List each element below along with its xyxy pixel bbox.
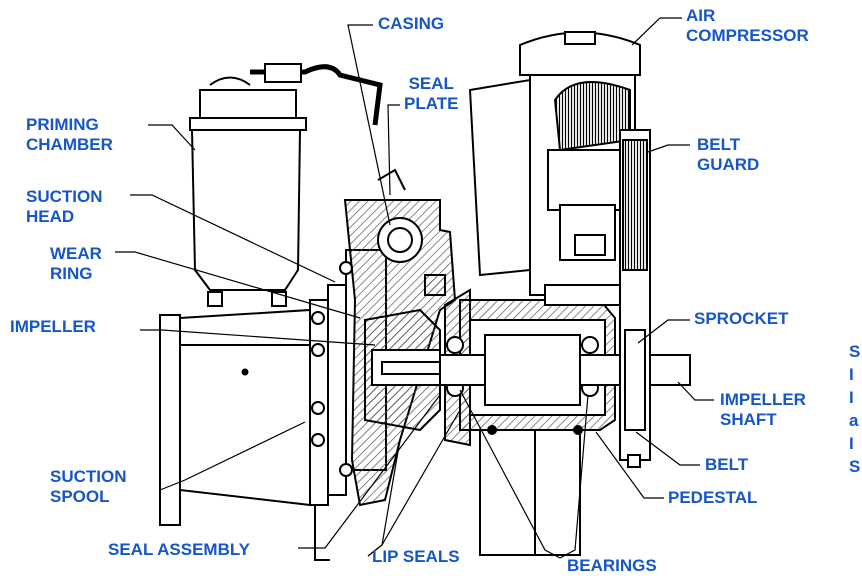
label-impeller-shaft: IMPELLER SHAFT — [720, 390, 806, 430]
label-impeller-shaft-line2: SHAFT — [720, 410, 777, 429]
belt-guard-body — [619, 129, 651, 468]
leader-suction-head — [130, 194, 336, 283]
cut-off-char: I — [849, 365, 854, 384]
cut-off-char: I — [849, 434, 854, 453]
leader-seal-plate — [387, 104, 400, 196]
impeller-shaft-body — [439, 334, 691, 406]
suction-spool-body — [159, 299, 330, 561]
label-impeller-shaft-line1: IMPELLER — [720, 390, 806, 409]
cut-off-char: I — [849, 388, 854, 407]
leader-priming-chamber — [148, 124, 196, 151]
label-seal-assembly: SEAL ASSEMBLY — [108, 540, 251, 559]
leader-suction-spool — [159, 421, 306, 491]
leader-impeller — [140, 329, 376, 346]
label-seal-plate: SEAL PLATE — [404, 74, 458, 114]
label-suction-spool: SUCTION SPOOL — [50, 467, 127, 507]
leader-belt — [635, 431, 700, 466]
leader-bearings-2 — [559, 394, 589, 559]
leader-lip-seals-2 — [367, 409, 461, 557]
leader-casing — [347, 24, 391, 226]
label-air-compressor-line2: COMPRESSOR — [686, 26, 809, 45]
cut-off-char: S — [849, 457, 861, 476]
label-air-compressor-line1: AIR — [686, 6, 716, 25]
leader-lines — [115, 17, 714, 559]
label-belt-guard-line1: BELT — [697, 135, 741, 154]
label-priming-chamber: PRIMING CHAMBER — [26, 115, 113, 155]
leader-seal-assembly — [298, 394, 441, 549]
label-air-compressor: AIR COMPRESSOR — [686, 6, 809, 46]
label-casing: CASING — [378, 14, 445, 33]
leader-bearings-1 — [459, 389, 561, 559]
leader-wear-ring — [115, 251, 361, 319]
impeller-body — [364, 308, 443, 432]
label-lip-seals: LIP SEALS — [372, 547, 460, 566]
label-impeller: IMPELLER — [10, 317, 96, 336]
leader-sprocket — [637, 319, 690, 344]
leader-belt-guard — [647, 144, 690, 153]
label-wear-ring-line1: WEAR — [50, 244, 102, 263]
label-priming-chamber-line2: CHAMBER — [26, 135, 113, 154]
label-sprocket: SPROCKET — [694, 309, 789, 328]
leader-impeller-shaft — [677, 381, 714, 401]
label-seal-plate-line1: SEAL — [408, 74, 454, 93]
leader-air-compressor — [631, 17, 682, 46]
label-belt-guard: BELT GUARD — [697, 135, 759, 175]
label-suction-spool-line2: SPOOL — [50, 487, 110, 506]
label-suction-head: SUCTION HEAD — [26, 187, 103, 227]
label-belt: BELT — [705, 455, 749, 474]
label-pedestal: PEDESTAL — [668, 488, 758, 507]
label-suction-head-line1: SUCTION — [26, 187, 103, 206]
label-suction-head-line2: HEAD — [26, 207, 75, 226]
drawing — [159, 31, 691, 561]
label-bearings: BEARINGS — [567, 556, 657, 575]
priming-chamber-body — [189, 63, 383, 307]
label-wear-ring: WEAR RING — [50, 244, 102, 284]
label-wear-ring-line2: RING — [50, 264, 93, 283]
cut-off-char: a — [849, 411, 859, 430]
air-compressor-body — [468, 31, 641, 306]
label-seal-plate-line2: PLATE — [404, 94, 459, 113]
label-priming-chamber-line1: PRIMING — [26, 115, 99, 134]
cut-off-char: S — [849, 342, 861, 361]
label-belt-guard-line2: GUARD — [697, 155, 760, 174]
cut-off-text-column: S I I a I S — [849, 340, 860, 478]
leader-pedestal — [595, 431, 664, 499]
label-suction-spool-line1: SUCTION — [50, 467, 127, 486]
